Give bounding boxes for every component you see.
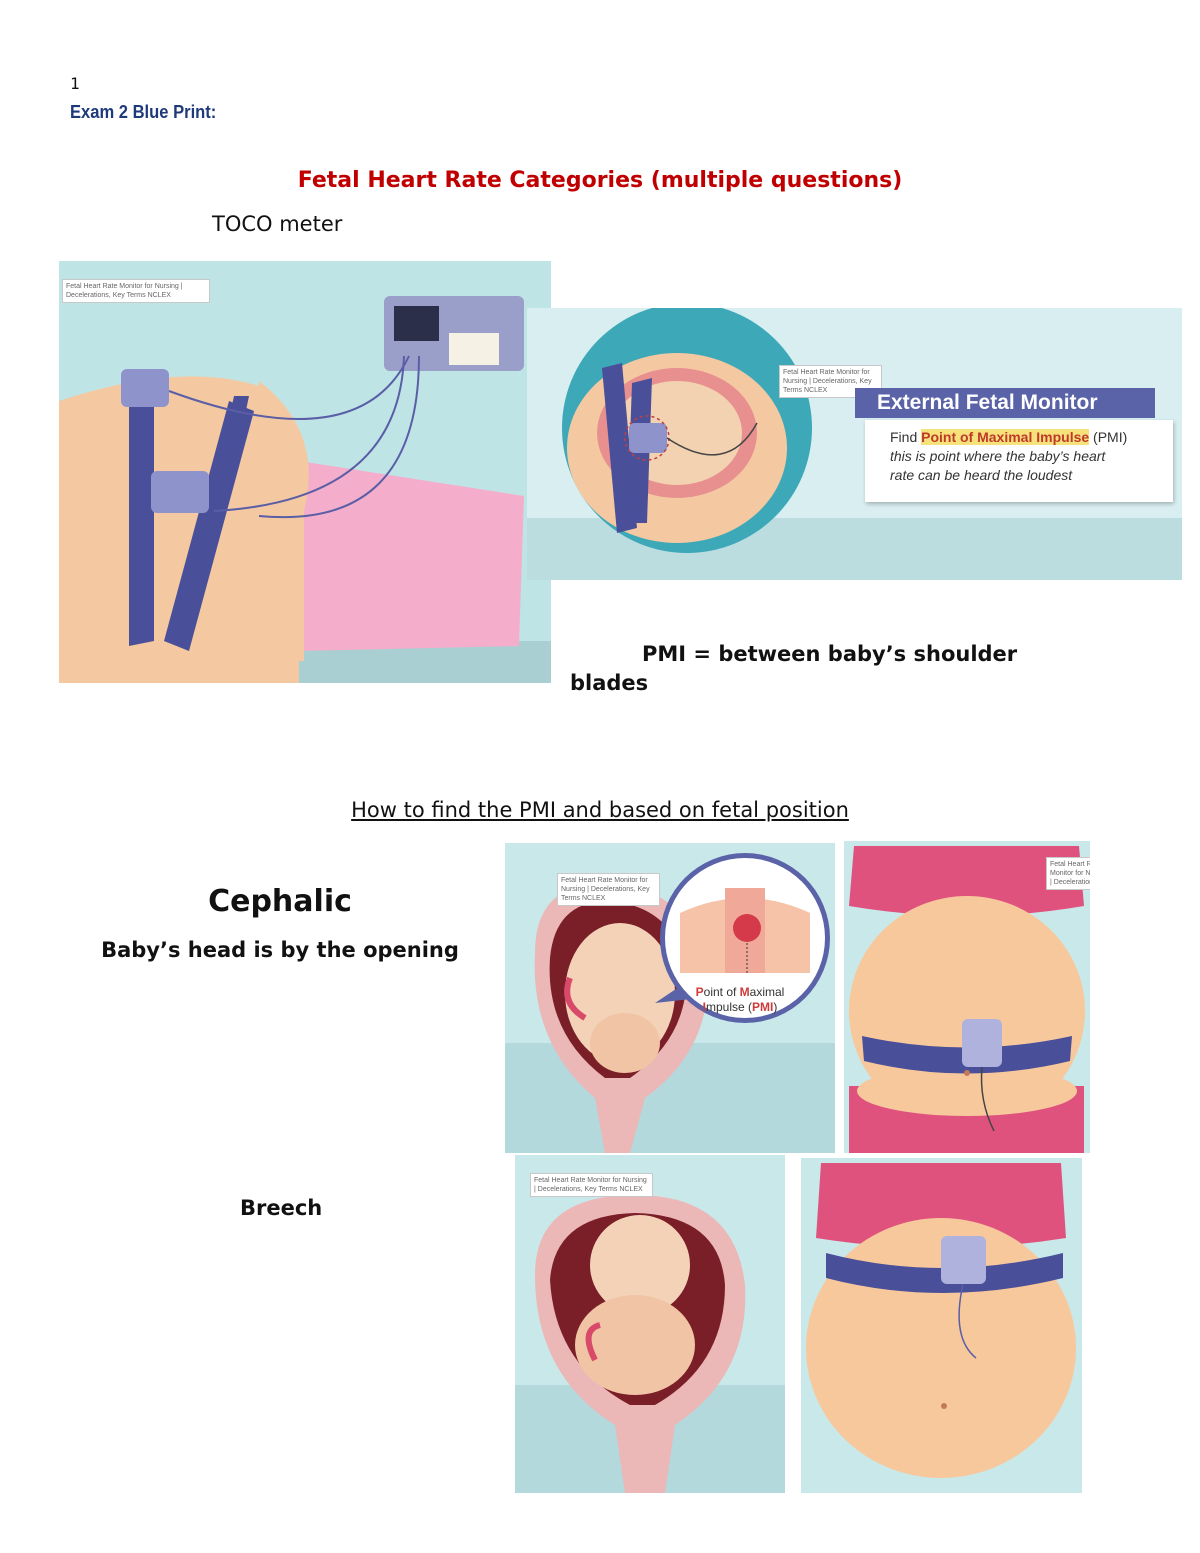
external-monitor-description: Find Point of Maximal Impulse (PMI) this… bbox=[865, 420, 1173, 502]
find-suffix: (PMI) bbox=[1093, 429, 1128, 445]
external-monitor-title: External Fetal Monitor bbox=[855, 388, 1155, 418]
section-heading: How to find the PMI and based on fetal p… bbox=[351, 798, 849, 822]
cephalic-belly-image: Fetal Heart Rate Monitor for Nursing | D… bbox=[844, 841, 1090, 1153]
toco-label: TOCO meter bbox=[212, 212, 343, 236]
find-prefix: Find bbox=[890, 429, 918, 445]
callout-p: P bbox=[695, 985, 704, 999]
breech-uterus-image: Fetal Heart Rate Monitor for Nursing | D… bbox=[515, 1155, 785, 1493]
breech-title: Breech bbox=[240, 1196, 323, 1220]
toco-monitor-image: Fetal Heart Rate Monitor for Nursing | D… bbox=[59, 261, 551, 683]
page-number: 1 bbox=[70, 74, 80, 93]
callout-i: I bbox=[702, 1000, 706, 1014]
cephalic-belly-caption: Fetal Heart Rate Monitor for Nursing | D… bbox=[1046, 857, 1090, 890]
header-title: Exam 2 Blue Print: bbox=[70, 102, 217, 122]
cephalic-subtitle: Baby’s head is by the opening bbox=[101, 938, 459, 962]
pmi-callout: Point of Maximal Impulse (PMI) bbox=[680, 985, 800, 1015]
toco-image-caption: Fetal Heart Rate Monitor for Nursing | D… bbox=[62, 279, 210, 303]
pmi-note-line-1: PMI = between baby’s shoulder bbox=[642, 642, 1018, 666]
pmi-note-line-2: blades bbox=[570, 671, 649, 695]
cephalic-uterus-image: Fetal Heart Rate Monitor for Nursing | D… bbox=[505, 843, 835, 1153]
breech-uterus-caption: Fetal Heart Rate Monitor for Nursing | D… bbox=[530, 1173, 653, 1197]
callout-text-2: aximal bbox=[749, 985, 785, 999]
callout-text-3: mpulse ( bbox=[705, 1000, 752, 1014]
description-line-3: rate can be heard the loudest bbox=[890, 467, 1073, 483]
main-heading: Fetal Heart Rate Categories (multiple qu… bbox=[297, 168, 903, 193]
description-line-2: this is point where the baby’s heart bbox=[890, 448, 1106, 464]
callout-text-4: ) bbox=[773, 1000, 778, 1014]
cephalic-uterus-caption: Fetal Heart Rate Monitor for Nursing | D… bbox=[557, 873, 660, 906]
callout-m: M bbox=[739, 985, 750, 999]
pmi-highlight: Point of Maximal Impulse bbox=[921, 429, 1090, 445]
cephalic-title: Cephalic bbox=[208, 884, 352, 919]
callout-text-1: oint of bbox=[703, 985, 740, 999]
breech-belly-image bbox=[801, 1158, 1082, 1493]
callout-pmi: PMI bbox=[752, 1000, 774, 1014]
